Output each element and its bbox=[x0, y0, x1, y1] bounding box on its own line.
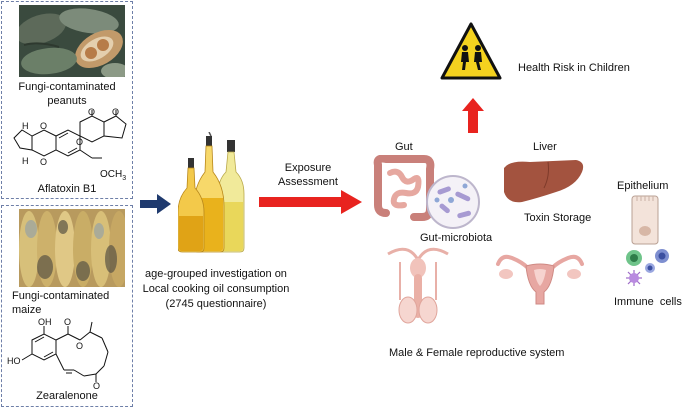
oil-bottles-icon bbox=[178, 132, 245, 253]
exposure-line1: Exposure bbox=[284, 162, 332, 174]
male-reproductive-icon bbox=[387, 247, 449, 324]
female-reproductive-icon bbox=[496, 254, 584, 305]
health-risk-label: Health Risk in Children bbox=[518, 62, 630, 74]
aflatoxin-structure: O O O O O H H bbox=[13, 108, 127, 167]
toxin-storage-label: Toxin Storage bbox=[524, 212, 592, 224]
investigation-line1: age-grouped investigation on bbox=[145, 268, 287, 280]
immune-cells-icon bbox=[626, 249, 669, 286]
zearalenone-structure: OH O O O HO bbox=[7, 318, 109, 390]
atom-z-o1: O bbox=[64, 318, 71, 327]
gut-microbiota-label: Gut-microbiota bbox=[420, 232, 493, 244]
intestine-icon bbox=[373, 155, 435, 221]
atom-o4: O bbox=[40, 121, 47, 131]
red-arrow-right-icon bbox=[259, 190, 362, 214]
navy-arrow-icon bbox=[140, 194, 171, 214]
atom-h1: H bbox=[22, 121, 29, 131]
epithelium-label: Epithelium bbox=[617, 180, 669, 192]
atom-z-o3: O bbox=[93, 381, 100, 390]
maize-caption-line2: maize bbox=[12, 304, 42, 316]
peanut-panel: Fungi-contaminated peanuts O O O O O bbox=[1, 1, 133, 199]
peanuts-photo bbox=[19, 5, 125, 77]
microbiota-icon bbox=[426, 175, 480, 229]
investigation-line2: Local cooking oil consumption bbox=[142, 283, 290, 295]
atom-z-o2: O bbox=[76, 341, 83, 351]
methoxy-text: OCH bbox=[100, 169, 123, 180]
investigation-line3: (2745 questionnaire) bbox=[165, 298, 267, 310]
atom-o2: O bbox=[112, 108, 119, 117]
methoxy-sub: 3 bbox=[122, 175, 127, 182]
epithelium-cell-icon bbox=[631, 195, 659, 245]
methoxy-label: OCH3 bbox=[100, 169, 126, 182]
atom-ho: HO bbox=[7, 356, 21, 366]
atom-h2: H bbox=[22, 156, 29, 166]
zearalenone-label: Zearalenone bbox=[36, 390, 98, 402]
gut-label: Gut bbox=[395, 141, 413, 153]
peanuts-caption-line1: Fungi-contaminated bbox=[18, 81, 116, 93]
atom-o1: O bbox=[88, 108, 95, 117]
warning-sign-icon bbox=[440, 22, 502, 80]
red-arrow-up-icon bbox=[462, 98, 484, 133]
liver-label: Liver bbox=[533, 141, 557, 153]
liver-icon bbox=[504, 160, 584, 203]
maize-photo bbox=[19, 209, 125, 287]
immune-cells-label: Immune cells bbox=[614, 296, 682, 308]
atom-o3: O bbox=[76, 137, 83, 147]
maize-panel: Fungi-contaminated maize OH bbox=[1, 205, 133, 407]
reproductive-label: Male & Female reproductive system bbox=[389, 347, 565, 359]
aflatoxin-label: Aflatoxin B1 bbox=[37, 183, 97, 195]
atom-oh1: OH bbox=[38, 318, 52, 327]
atom-o5: O bbox=[40, 157, 47, 167]
peanuts-caption-line2: peanuts bbox=[47, 95, 87, 107]
exposure-line2: Assessment bbox=[278, 176, 338, 188]
maize-caption-line1: Fungi-contaminated bbox=[12, 290, 110, 302]
